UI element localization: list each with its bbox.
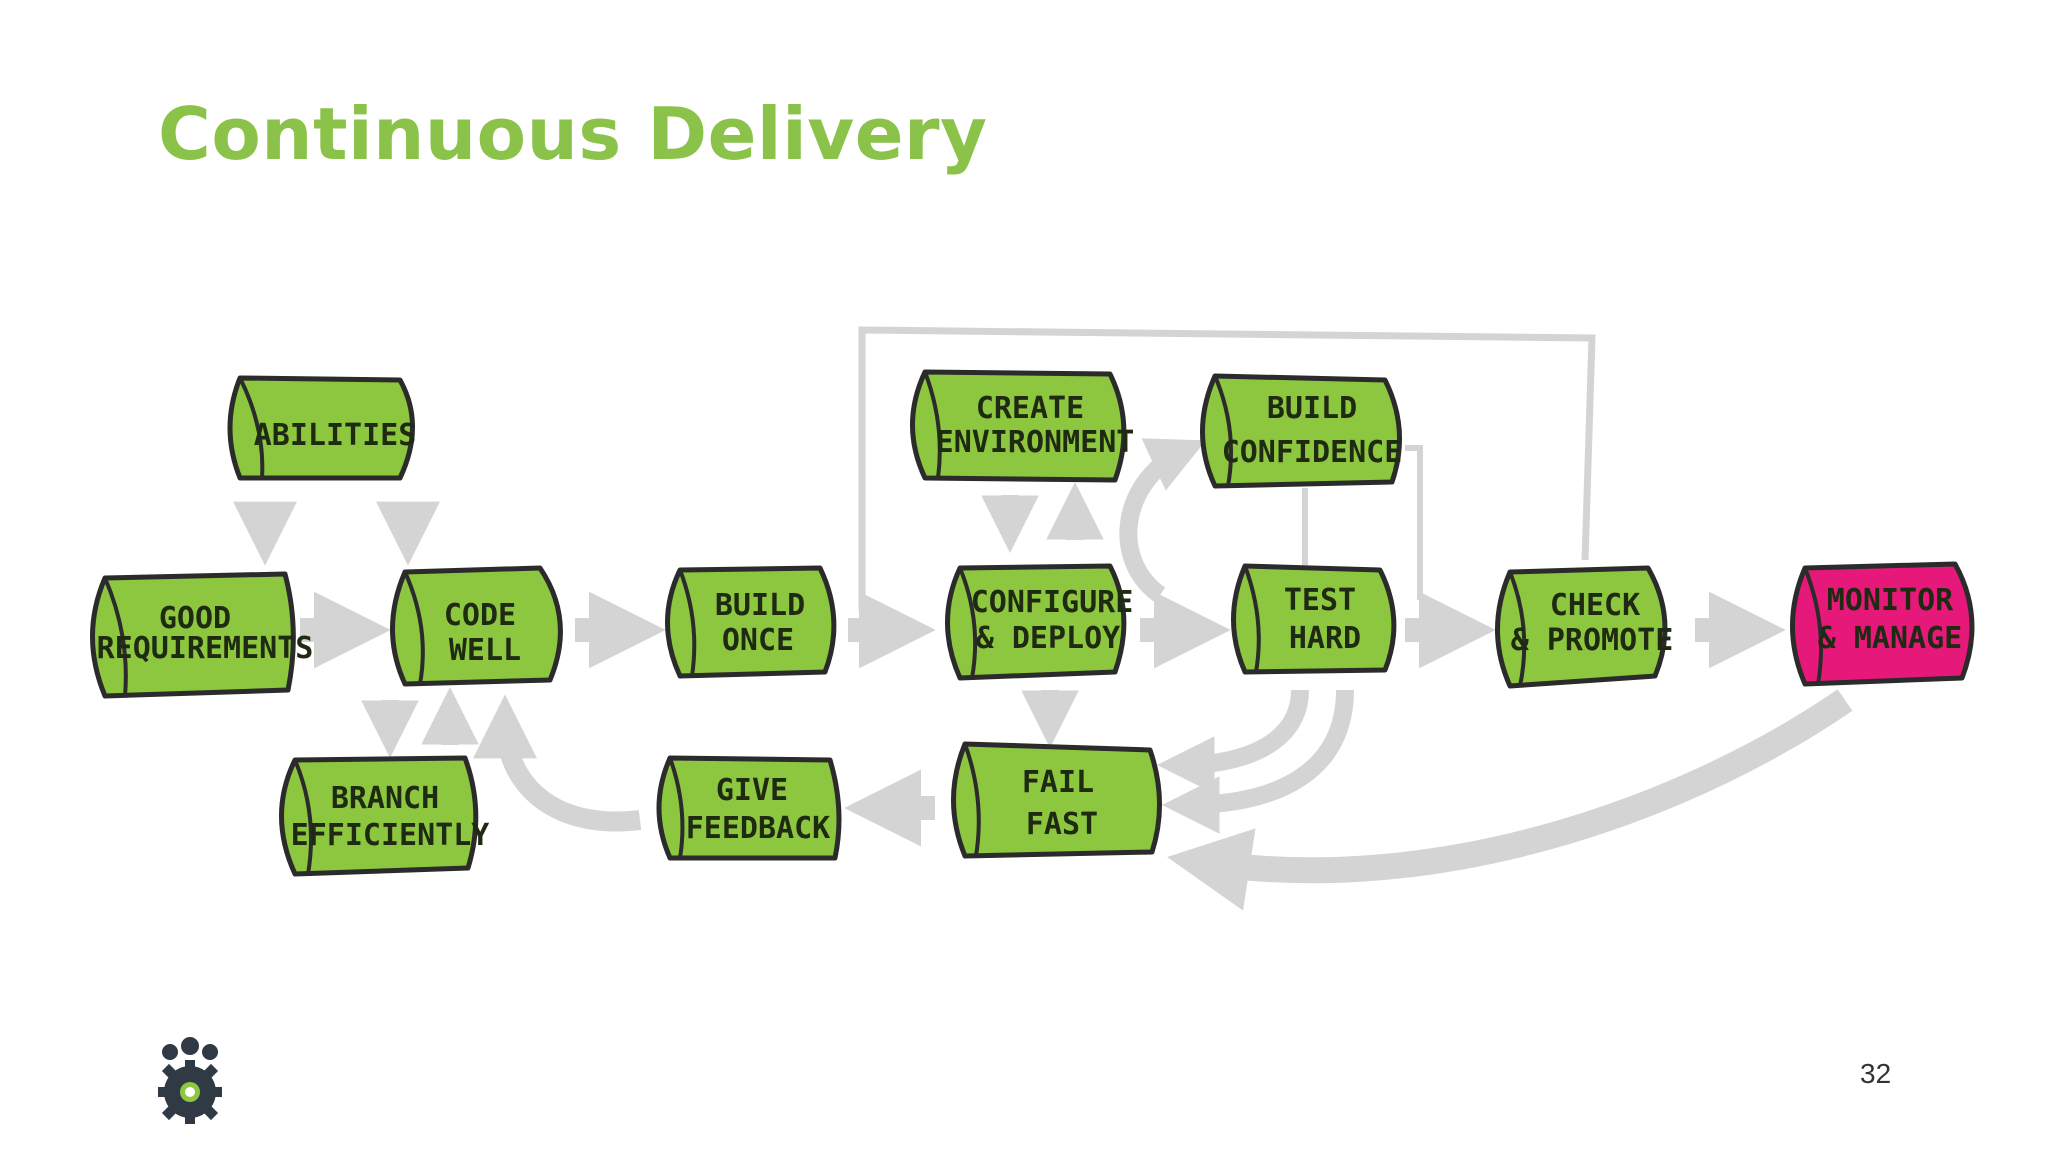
node-code-well-line2: WELL xyxy=(449,633,521,668)
node-create-environment: CREATE ENVIRONMENT xyxy=(910,369,1135,483)
node-good-requirements-line2: REQUIREMENTS xyxy=(97,631,314,666)
node-build-confidence: BUILD CONFIDENCE xyxy=(1200,373,1403,489)
node-abilities-label: ABILITIES xyxy=(254,418,417,453)
node-configure-deploy-line2: & DEPLOY xyxy=(976,621,1121,656)
node-monitor-manage-line1: MONITOR xyxy=(1827,583,1954,618)
node-give-feedback-line1: GIVE xyxy=(716,773,788,808)
node-abilities: ABILITIES xyxy=(227,375,417,481)
node-build-confidence-line2: CONFIDENCE xyxy=(1222,435,1403,470)
node-create-environment-line2: ENVIRONMENT xyxy=(936,425,1135,460)
loop-frame-top xyxy=(858,326,1596,610)
page-number: 32 xyxy=(1860,1058,1892,1089)
node-test-hard-line1: TEST xyxy=(1284,583,1356,618)
node-build-confidence-line1: BUILD xyxy=(1267,391,1357,426)
node-test-hard-line2: HARD xyxy=(1289,621,1361,656)
node-fail-fast-line2: FAST xyxy=(1026,807,1098,842)
arrow-monitor-to-fail xyxy=(1167,689,1853,911)
node-build-once-line2: ONCE xyxy=(722,623,794,658)
node-code-well: CODE WELL xyxy=(390,565,563,687)
arrow-feedback-to-code xyxy=(473,694,642,832)
node-monitor-manage: MONITOR & MANAGE xyxy=(1790,561,1975,687)
node-branch-efficiently-line1: BRANCH xyxy=(331,781,439,816)
node-build-once-line1: BUILD xyxy=(715,588,805,623)
loop-confidence-to-check xyxy=(1405,445,1423,600)
node-check-promote: CHECK & PROMOTE xyxy=(1495,565,1674,689)
node-give-feedback: GIVE FEEDBACK xyxy=(656,755,842,861)
node-monitor-manage-line2: & MANAGE xyxy=(1818,621,1963,656)
node-fail-fast: FAIL FAST xyxy=(951,741,1163,859)
node-code-well-line1: CODE xyxy=(444,598,516,633)
node-good-requirements: GOOD REQUIREMENTS xyxy=(90,571,314,699)
node-create-environment-line1: CREATE xyxy=(976,391,1084,426)
arrow-configure-to-confidence xyxy=(1119,438,1206,603)
node-good-requirements-line1: GOOD xyxy=(159,601,231,636)
arrow-test-to-fail-1 xyxy=(1156,689,1309,794)
node-check-promote-line2: & PROMOTE xyxy=(1511,623,1674,658)
node-test-hard: TEST HARD xyxy=(1231,563,1397,675)
node-branch-efficiently: BRANCH EFFICIENTLY xyxy=(279,755,490,877)
arrow-test-to-fail-2 xyxy=(1161,689,1354,834)
node-build-once: BUILD ONCE xyxy=(665,565,837,679)
node-configure-deploy-line1: CONFIGURE xyxy=(971,585,1134,620)
node-check-promote-line1: CHECK xyxy=(1550,588,1640,623)
node-fail-fast-line1: FAIL xyxy=(1022,765,1094,800)
company-logo-icon xyxy=(158,1037,222,1124)
slide-title: Continuous Delivery xyxy=(158,92,988,176)
node-give-feedback-line2: FEEDBACK xyxy=(686,811,831,846)
node-branch-efficiently-line2: EFFICIENTLY xyxy=(291,818,490,853)
node-configure-deploy: CONFIGURE & DEPLOY xyxy=(945,563,1134,681)
